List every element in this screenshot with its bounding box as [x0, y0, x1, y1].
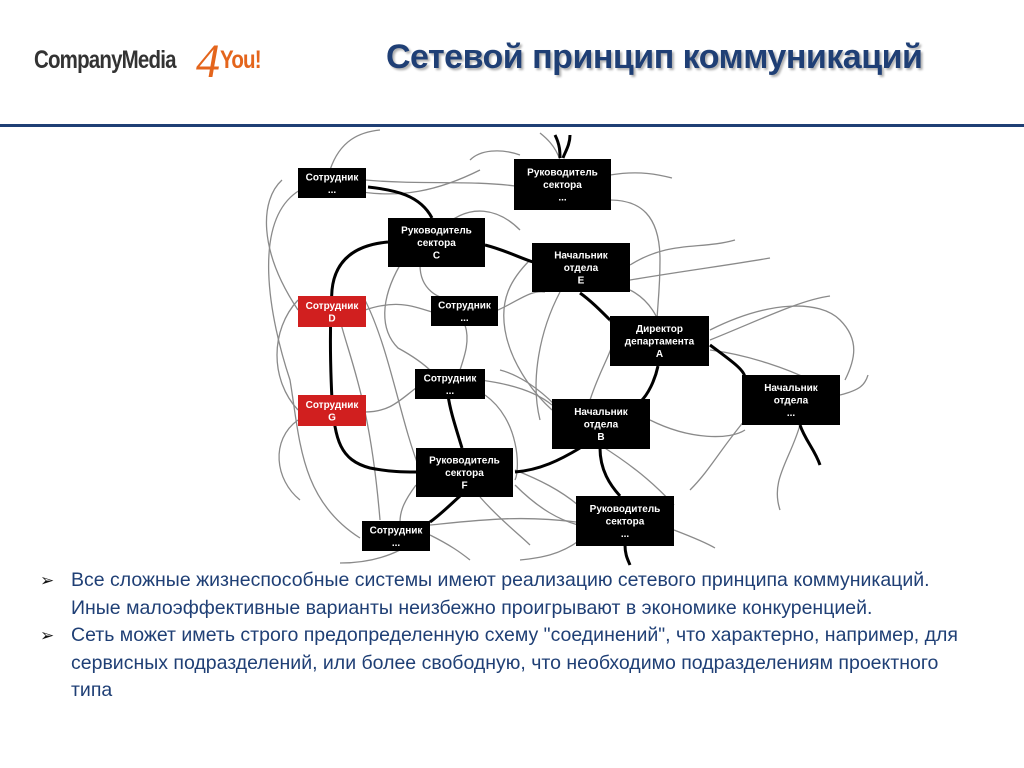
node-label: департамента: [625, 337, 695, 348]
slide-title: Сетевой принцип коммуникаций: [386, 38, 923, 76]
node-label: ...: [446, 386, 455, 397]
node-label: Начальник: [554, 251, 609, 262]
logo-you-text: You!: [220, 46, 262, 74]
node-box: [388, 218, 485, 267]
node-box: [552, 399, 650, 449]
node-box: [415, 369, 485, 399]
node-label: ...: [621, 529, 630, 540]
node-s2: Сотрудник...: [431, 296, 498, 326]
node-label: ...: [460, 313, 469, 324]
network-diagram: Сотрудник...Руководительсектора...Руково…: [265, 129, 869, 566]
logo-four-glyph: 4: [196, 35, 220, 88]
node-label: отдела: [584, 420, 619, 431]
thin-connections: [265, 129, 869, 564]
logo-company-text: CompanyMedia: [34, 46, 176, 74]
node-label: E: [578, 276, 585, 287]
node-label: G: [328, 412, 336, 423]
node-label: C: [433, 251, 440, 262]
node-no_right: Начальник отдела...: [742, 375, 840, 425]
node-rs_bottom: Руководитель сектора...: [576, 496, 674, 546]
bullet-list: ➢ Все сложные жизнеспособные системы име…: [40, 567, 980, 705]
node-label: F: [461, 481, 467, 492]
diagram-nodes: Сотрудник...Руководительсектора...Руково…: [298, 159, 840, 551]
node-label: отдела: [774, 396, 809, 407]
node-label: A: [656, 349, 663, 360]
node-box: [298, 395, 366, 426]
node-label: Руководитель: [590, 504, 661, 515]
node-label: сектора: [445, 468, 484, 479]
node-s1: Сотрудник...: [298, 168, 366, 198]
node-label: сектора: [417, 238, 456, 249]
bullet-text-2: Сеть может иметь строго предопределенную…: [71, 624, 958, 701]
bullet-arrow-icon: ➢: [40, 626, 55, 645]
company-logo: CompanyMedia 4 You!: [34, 35, 284, 88]
node-label: ...: [558, 193, 567, 204]
node-label: Руководитель: [429, 456, 500, 467]
bullet-item-2: ➢ Сеть может иметь строго предопределенн…: [40, 622, 980, 705]
node-box: [431, 296, 498, 326]
bullet-item-1: ➢ Все сложные жизнеспособные системы име…: [40, 567, 980, 622]
node-label: сектора: [606, 517, 645, 528]
node-label: Сотрудник: [306, 400, 360, 411]
node-label: D: [328, 313, 335, 324]
node-label: Руководитель: [401, 226, 472, 237]
node-box: [576, 496, 674, 546]
node-label: отдела: [564, 263, 599, 274]
node-box: [742, 375, 840, 425]
node-label: ...: [328, 185, 337, 196]
node-label: Сотрудник: [306, 172, 360, 183]
node-box: [514, 159, 611, 210]
header-divider: [0, 124, 1024, 127]
bullet-arrow-icon: ➢: [40, 571, 55, 590]
node-s3: Сотрудник...: [415, 369, 485, 399]
node-s4: Сотрудник...: [362, 521, 430, 551]
node-label: Директор: [636, 324, 683, 335]
node-box: [298, 168, 366, 198]
node-label: сектора: [543, 180, 582, 191]
node-label: Сотрудник: [306, 301, 360, 312]
node-label: Сотрудник: [438, 300, 492, 311]
bullet-text-1: Все сложные жизнеспособные системы имеют…: [71, 569, 930, 619]
node-label: Сотрудник: [424, 373, 478, 384]
node-label: Начальник: [764, 383, 819, 394]
node-label: ...: [392, 538, 401, 549]
node-label: B: [597, 432, 604, 443]
node-label: Сотрудник: [370, 525, 424, 536]
node-box: [362, 521, 430, 551]
node-label: Начальник: [574, 407, 629, 418]
node-label: ...: [787, 408, 796, 419]
node-box: [610, 316, 709, 366]
node-label: Руководитель: [527, 168, 598, 179]
node-box: [532, 243, 630, 292]
node-rs_top: Руководительсектора...: [514, 159, 611, 210]
node-box: [298, 296, 366, 327]
thick-connections: [329, 134, 822, 566]
node-box: [416, 448, 513, 497]
